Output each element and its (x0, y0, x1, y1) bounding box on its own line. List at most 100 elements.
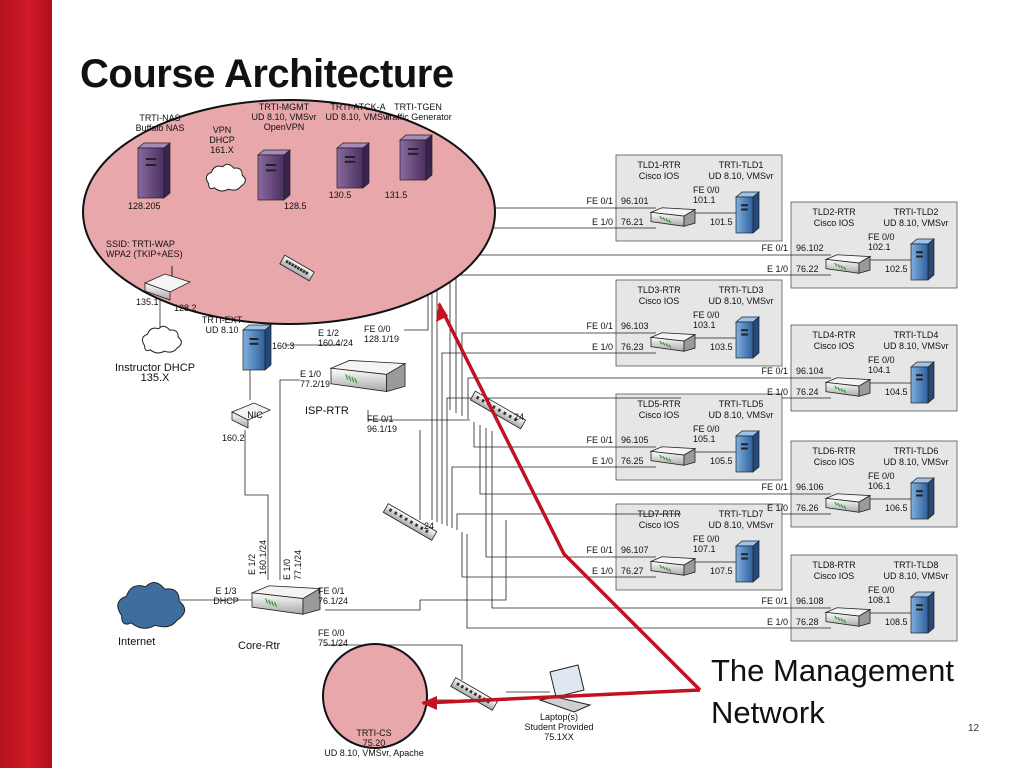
slide-title: Course Architecture (80, 52, 454, 96)
tld2-server-front (910, 243, 929, 281)
tld4-router-name: TLD4-RTR (812, 330, 856, 340)
tld5-fe01-label: FE 0/1 (586, 435, 613, 445)
tld6-server-os: UD 8.10, VMSvr (883, 457, 948, 467)
tld1-fe00-label: FE 0/0 (693, 185, 720, 195)
tld4-server-front (910, 366, 929, 404)
switch2-port: 24 (424, 521, 434, 531)
tld6-router (824, 493, 872, 513)
tld4-server (910, 361, 935, 404)
tld6-router-side (858, 494, 871, 513)
wire-e10-tld5 (451, 466, 506, 528)
tld7-router-led0 (659, 564, 663, 569)
atck-label-line2: UD 8.10, VMSvr (325, 112, 390, 122)
tld4-router-os: Cisco IOS (814, 341, 855, 351)
vpn-label-line1: VPN (213, 125, 232, 135)
core-e12-label: E 1/2 (247, 554, 257, 575)
tld2-router-led0 (834, 262, 838, 267)
distribution-switch-2-port3 (404, 517, 408, 522)
network-nodes (117, 134, 935, 713)
isp-e12-label-line2: 160.4/24 (318, 338, 353, 348)
tld4-server-slot (916, 374, 923, 377)
ssid-label-line1: SSID: TRTI-WAP (106, 239, 175, 249)
atck-label-line1: TRTI-ATCK-A (330, 102, 385, 112)
wire-isp-core (279, 379, 300, 580)
isp-router-name: ISP-RTR (305, 405, 349, 417)
wire-fe01-tld4 (467, 377, 681, 419)
management-network-callout: The Management Network (711, 650, 954, 734)
tld6-server-name: TRTI-TLD6 (894, 446, 939, 456)
tld2-router-led1 (837, 263, 841, 268)
tld7-fe00-label: FE 0/0 (693, 534, 720, 544)
nas-server-side (163, 142, 171, 199)
laptop-screen (549, 664, 585, 698)
wire-fe01-tld6 (479, 425, 681, 495)
core-fe00-label-line1: FE 0/0 (318, 628, 345, 638)
tld1-server-name: TRTI-TLD1 (719, 160, 764, 170)
tld1-router (649, 207, 697, 227)
tld7-router-led2 (665, 567, 669, 571)
tld7-server-side (752, 540, 760, 583)
mgmt-server-slot (265, 164, 277, 166)
tld2-fe00-ip: 102.1 (868, 242, 891, 252)
tld7-server-ip: 107.5 (710, 566, 733, 576)
tld4-router-led1 (837, 386, 841, 391)
tld5-server-front (735, 435, 754, 473)
distribution-switch-2-port5 (414, 523, 419, 528)
tld2-router-led2 (840, 265, 844, 269)
tld4-server-os: UD 8.10, VMSvr (883, 341, 948, 351)
tld7-fe00-ip: 107.1 (693, 544, 716, 554)
tld4-router-led2 (840, 388, 844, 392)
tld1-fe01-ip: 96.101 (621, 196, 649, 206)
tld8-server-slot (916, 604, 923, 607)
core-e10-ip: 77.1/24 (293, 550, 303, 580)
core-fe01-label-line1: FE 0/1 (318, 586, 345, 596)
isp-router-led2 (351, 376, 355, 383)
mgmt-server-slot2 (265, 169, 277, 172)
mgmt-label-line1: TRTI-MGMT (259, 102, 310, 112)
tld2-fe01-label: FE 0/1 (761, 243, 788, 253)
tld3-router-side (683, 333, 696, 352)
isp-e10-label-line1: E 1/0 (300, 369, 321, 379)
tld2-router-side (858, 255, 871, 274)
tld2-server-name: TRTI-TLD2 (894, 207, 939, 217)
trti-cs-highlight (322, 643, 428, 749)
tld1-e10-ip: 76.21 (621, 217, 644, 227)
tld8-server (910, 591, 935, 634)
isp-e12-label-line1: E 1/2 (318, 328, 339, 338)
mgmt-switch-port7 (304, 271, 309, 275)
tld1-e10-label: E 1/0 (592, 217, 613, 227)
tld5-server-os: UD 8.10, VMSvr (708, 410, 773, 420)
tld1-server (735, 191, 760, 234)
isp-router-led0 (345, 374, 349, 380)
nas-server-front (137, 147, 165, 199)
tld5-router-led3 (668, 458, 672, 463)
wire-e10-tld7 (461, 532, 506, 578)
nic-label: NIC (247, 410, 263, 420)
tld5-fe00-ip: 105.1 (693, 434, 716, 444)
nas-label-line2: Buffalo NAS (136, 123, 185, 133)
isp-fe01-label-line2: 96.1/19 (367, 424, 397, 434)
tld6-server-front (910, 482, 929, 520)
tgen-ip: 131.5 (385, 190, 408, 200)
core-fe00-label-line2: 75.1/24 (318, 638, 348, 648)
mgmt-switch-port3 (293, 264, 298, 269)
tld2-router-name: TLD2-RTR (812, 207, 856, 217)
mgmt-switch-port4 (296, 266, 301, 271)
arrowhead-top (436, 302, 448, 322)
ext-label-line2: UD 8.10 (205, 325, 238, 335)
tld4-router-led0 (834, 385, 838, 390)
tld5-router-side (683, 447, 696, 466)
instructor-cloud-shape (141, 325, 182, 354)
atck-server-front (336, 147, 364, 189)
tld5-e10-label: E 1/0 (592, 456, 613, 466)
tld6-server-ip: 106.5 (885, 503, 908, 513)
nas-ip: 128.205 (128, 201, 161, 211)
tld7-server-slot (741, 553, 748, 556)
isp-router-led1 (348, 375, 352, 382)
core-e12-ip: 160.1/24 (258, 540, 268, 575)
tld8-router-name: TLD8-RTR (812, 560, 856, 570)
distribution-switch-1-port0 (475, 395, 480, 400)
tld8-fe01-ip: 96.108 (796, 596, 824, 606)
distribution-switch-1-port5 (502, 411, 507, 416)
